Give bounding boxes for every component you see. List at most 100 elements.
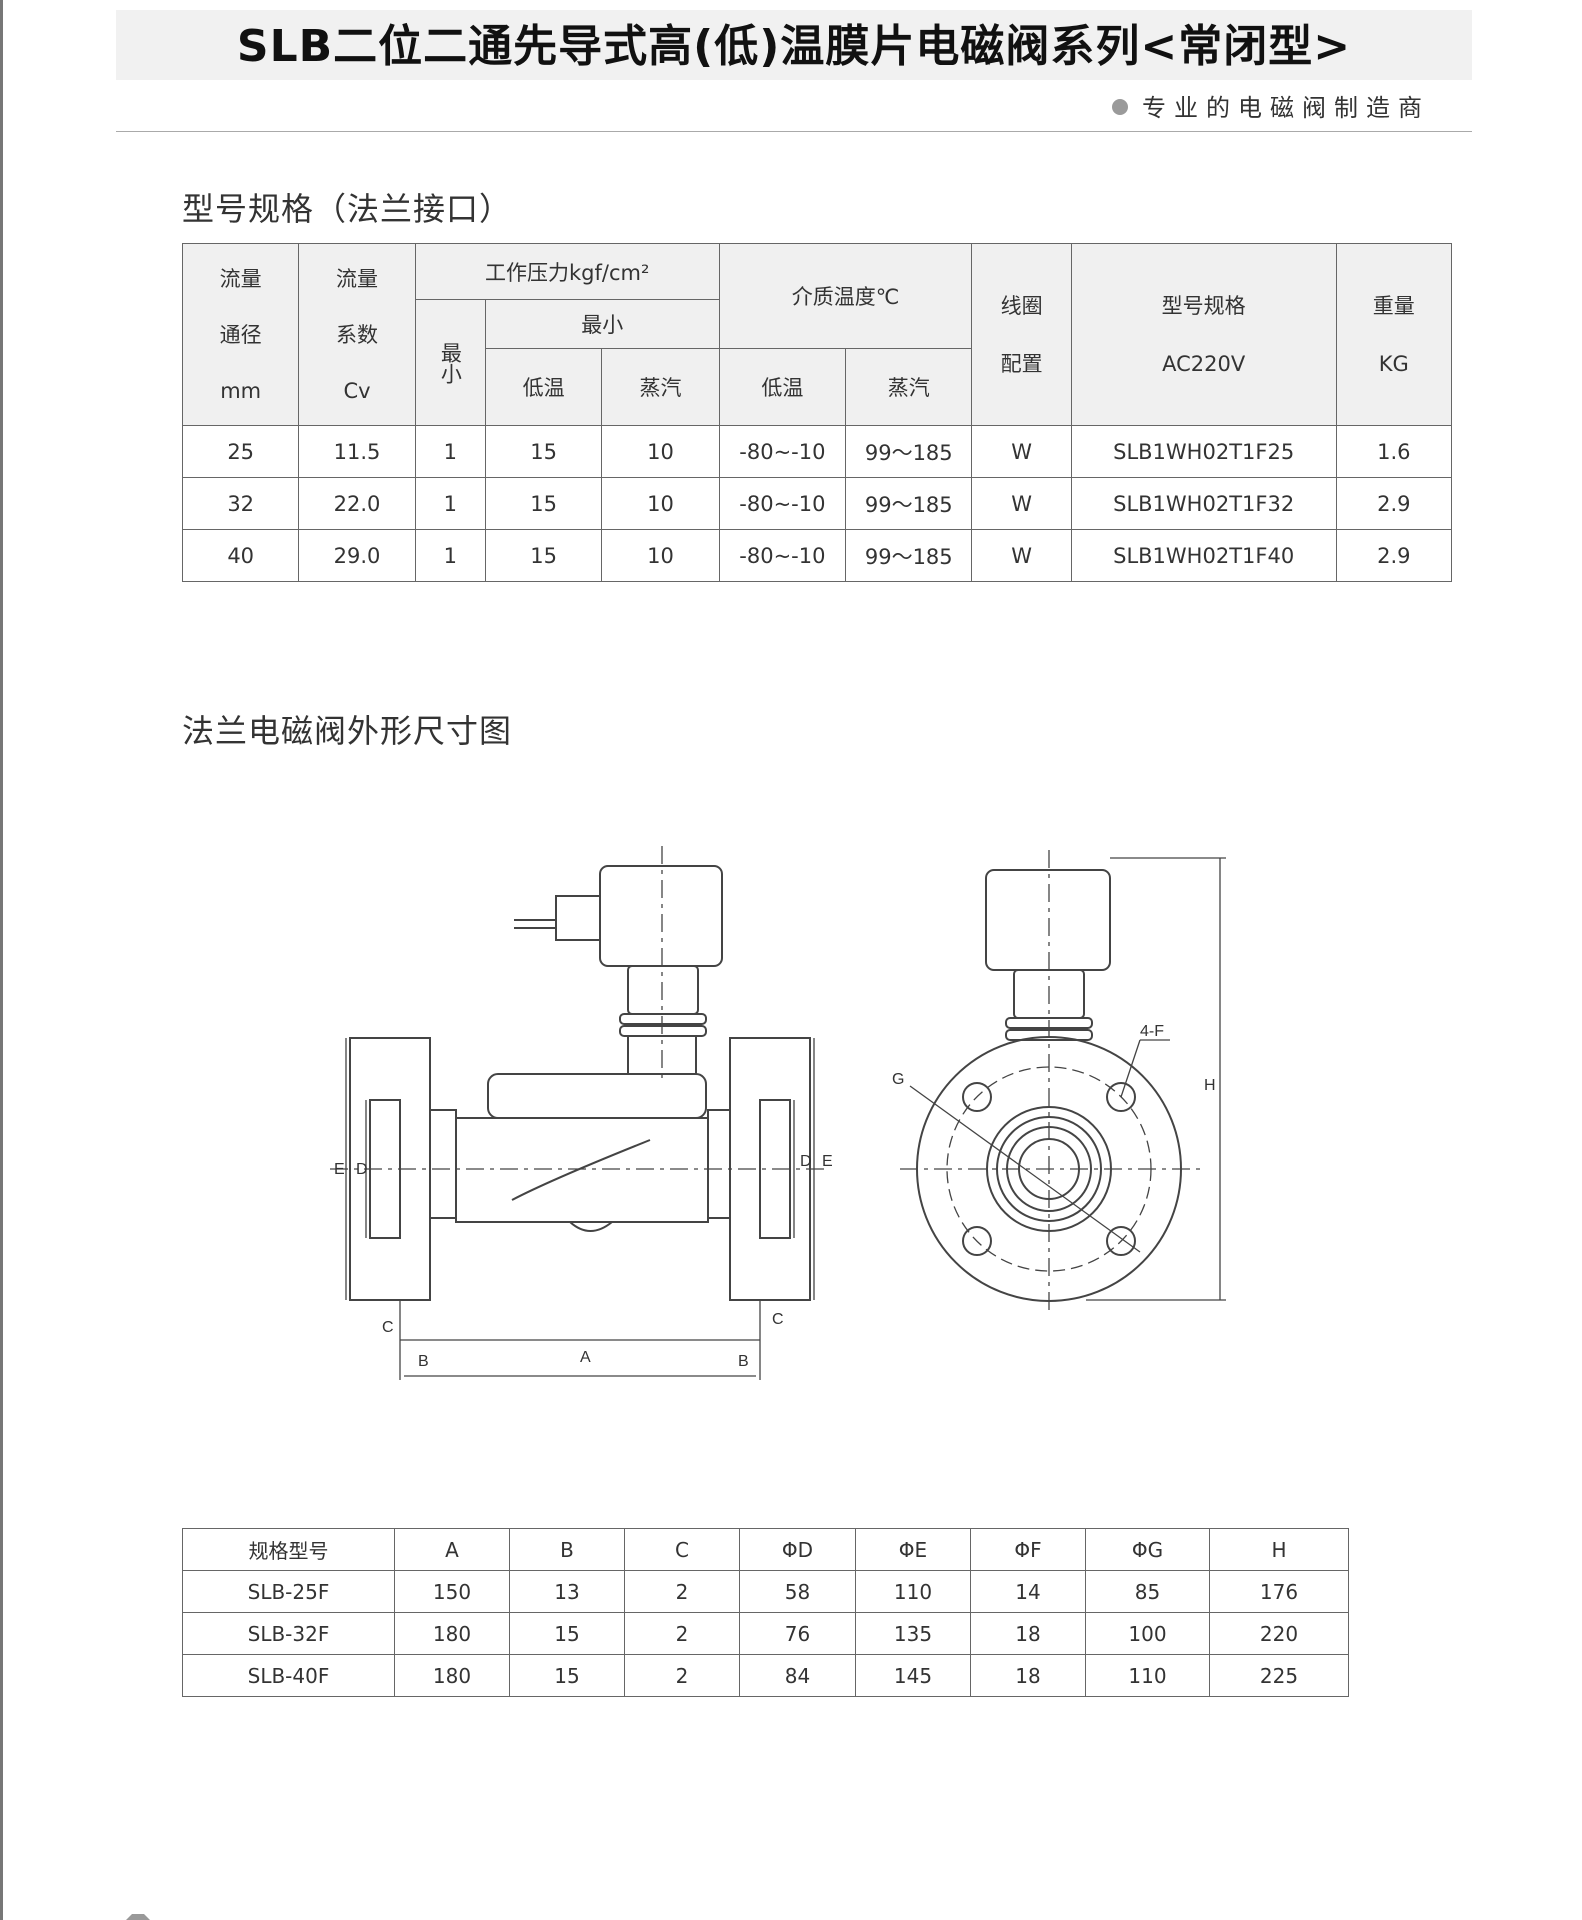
cell: SLB-40F [182, 1654, 395, 1697]
diagram-section-heading: 法兰电磁阀外形尺寸图 [182, 712, 513, 750]
header-divider [116, 131, 1472, 132]
cell: 40 [181, 529, 300, 582]
cell: W [971, 477, 1072, 530]
cell: -80~-10 [718, 425, 847, 478]
dims-header-cell: A [394, 1528, 510, 1571]
coil-plug [555, 895, 601, 941]
cell: W [971, 425, 1072, 478]
page-title: SLB二位二通先导式高(低)温膜片电磁阀系列<常闭型> [236, 21, 1352, 72]
cell: 32 [181, 477, 300, 530]
cell: SLB1WH02T1F25 [1070, 425, 1337, 478]
header-medium-temp: 介质温度℃ [718, 243, 973, 349]
cell: 13 [509, 1570, 625, 1613]
cell: 10 [601, 477, 720, 530]
cell: -80~-10 [718, 529, 847, 582]
header-pressure-min: 最小 [414, 299, 486, 426]
cell: 1.6 [1335, 425, 1453, 478]
cell: 220 [1209, 1612, 1349, 1655]
title-band [116, 10, 1472, 80]
dim-label-e-left: E [334, 1161, 345, 1178]
dims-header-cell: 规格型号 [182, 1528, 395, 1571]
cell: 99～185 [845, 529, 973, 582]
header-pressure-max: 最小 [484, 299, 720, 349]
cell: 22.0 [298, 477, 416, 530]
header-coil: 线圈配置 [971, 243, 1072, 426]
cell: 1 [414, 477, 486, 530]
cell: 76 [739, 1612, 856, 1655]
cell: 110 [1085, 1654, 1210, 1697]
cell: 84 [739, 1654, 856, 1697]
dim-label-d-right: D [800, 1153, 812, 1170]
cell: 99～185 [845, 477, 973, 530]
cell: 15 [484, 477, 603, 530]
cell: 99～185 [845, 425, 973, 478]
dim-label-c-left: C [382, 1319, 394, 1336]
coil-head [599, 865, 723, 967]
cell: 1 [414, 529, 486, 582]
cell: 225 [1209, 1654, 1349, 1697]
cell: 11.5 [298, 425, 416, 478]
valve-bonnet [487, 1073, 707, 1119]
cell: W [971, 529, 1072, 582]
dims-header-row: 规格型号 A B C ΦD ΦE ΦF ΦG H [182, 1528, 1349, 1571]
dims-header-cell: C [624, 1528, 740, 1571]
cell: 110 [855, 1570, 971, 1613]
cell: -80~-10 [718, 477, 847, 530]
dim-label-d-left: D [356, 1161, 368, 1178]
cell: SLB-32F [182, 1612, 395, 1655]
cell: 176 [1209, 1570, 1349, 1613]
cell: SLB-25F [182, 1570, 395, 1613]
dim-label-g: G [892, 1071, 904, 1088]
cell: 2.9 [1335, 529, 1453, 582]
dim-label-a: A [580, 1349, 591, 1366]
cell: 10 [601, 425, 720, 478]
cell: 2 [624, 1570, 740, 1613]
cell: 10 [601, 529, 720, 582]
valve-body [455, 1117, 709, 1223]
cell: 18 [970, 1654, 1086, 1697]
bullet-icon [1112, 99, 1128, 115]
cell: 85 [1085, 1570, 1210, 1613]
cell: 15 [509, 1612, 625, 1655]
cell: 1 [414, 425, 486, 478]
cell: 145 [855, 1654, 971, 1697]
header-temp-steam: 蒸汽 [845, 348, 973, 426]
dim-label-b-left: B [418, 1353, 429, 1370]
cell: 14 [970, 1570, 1086, 1613]
cell: 180 [394, 1612, 510, 1655]
dims-header-cell: ΦG [1085, 1528, 1210, 1571]
dim-label-b-right: B [738, 1353, 749, 1370]
dim-label-h: H [1204, 1077, 1216, 1094]
cell: 15 [484, 529, 603, 582]
cell: 25 [181, 425, 300, 478]
cell: 2 [624, 1654, 740, 1697]
dims-header-cell: B [509, 1528, 625, 1571]
cell: 135 [855, 1612, 971, 1655]
cell: 180 [394, 1654, 510, 1697]
header-pressure-low-temp: 低温 [484, 348, 603, 426]
page-subtitle: 专业的电磁阀制造商 [1112, 88, 1430, 123]
cell: SLB1WH02T1F32 [1070, 477, 1337, 530]
header-temp-low: 低温 [718, 348, 847, 426]
cell: SLB1WH02T1F40 [1070, 529, 1337, 582]
cell: 15 [484, 425, 603, 478]
valve-dimension-drawing: A B B C C D E D E G H 4-F [330, 846, 1226, 1380]
cell: 2 [624, 1612, 740, 1655]
cell: 58 [739, 1570, 856, 1613]
cell: 2.9 [1335, 477, 1453, 530]
corner-mark-icon [126, 1908, 150, 1920]
cell: 29.0 [298, 529, 416, 582]
dim-label-4f: 4-F [1140, 1023, 1164, 1040]
dims-header-cell: ΦE [855, 1528, 971, 1571]
subtitle-text: 专业的电磁阀制造商 [1142, 94, 1430, 122]
header-pressure: 工作压力kgf/cm² [414, 243, 720, 300]
